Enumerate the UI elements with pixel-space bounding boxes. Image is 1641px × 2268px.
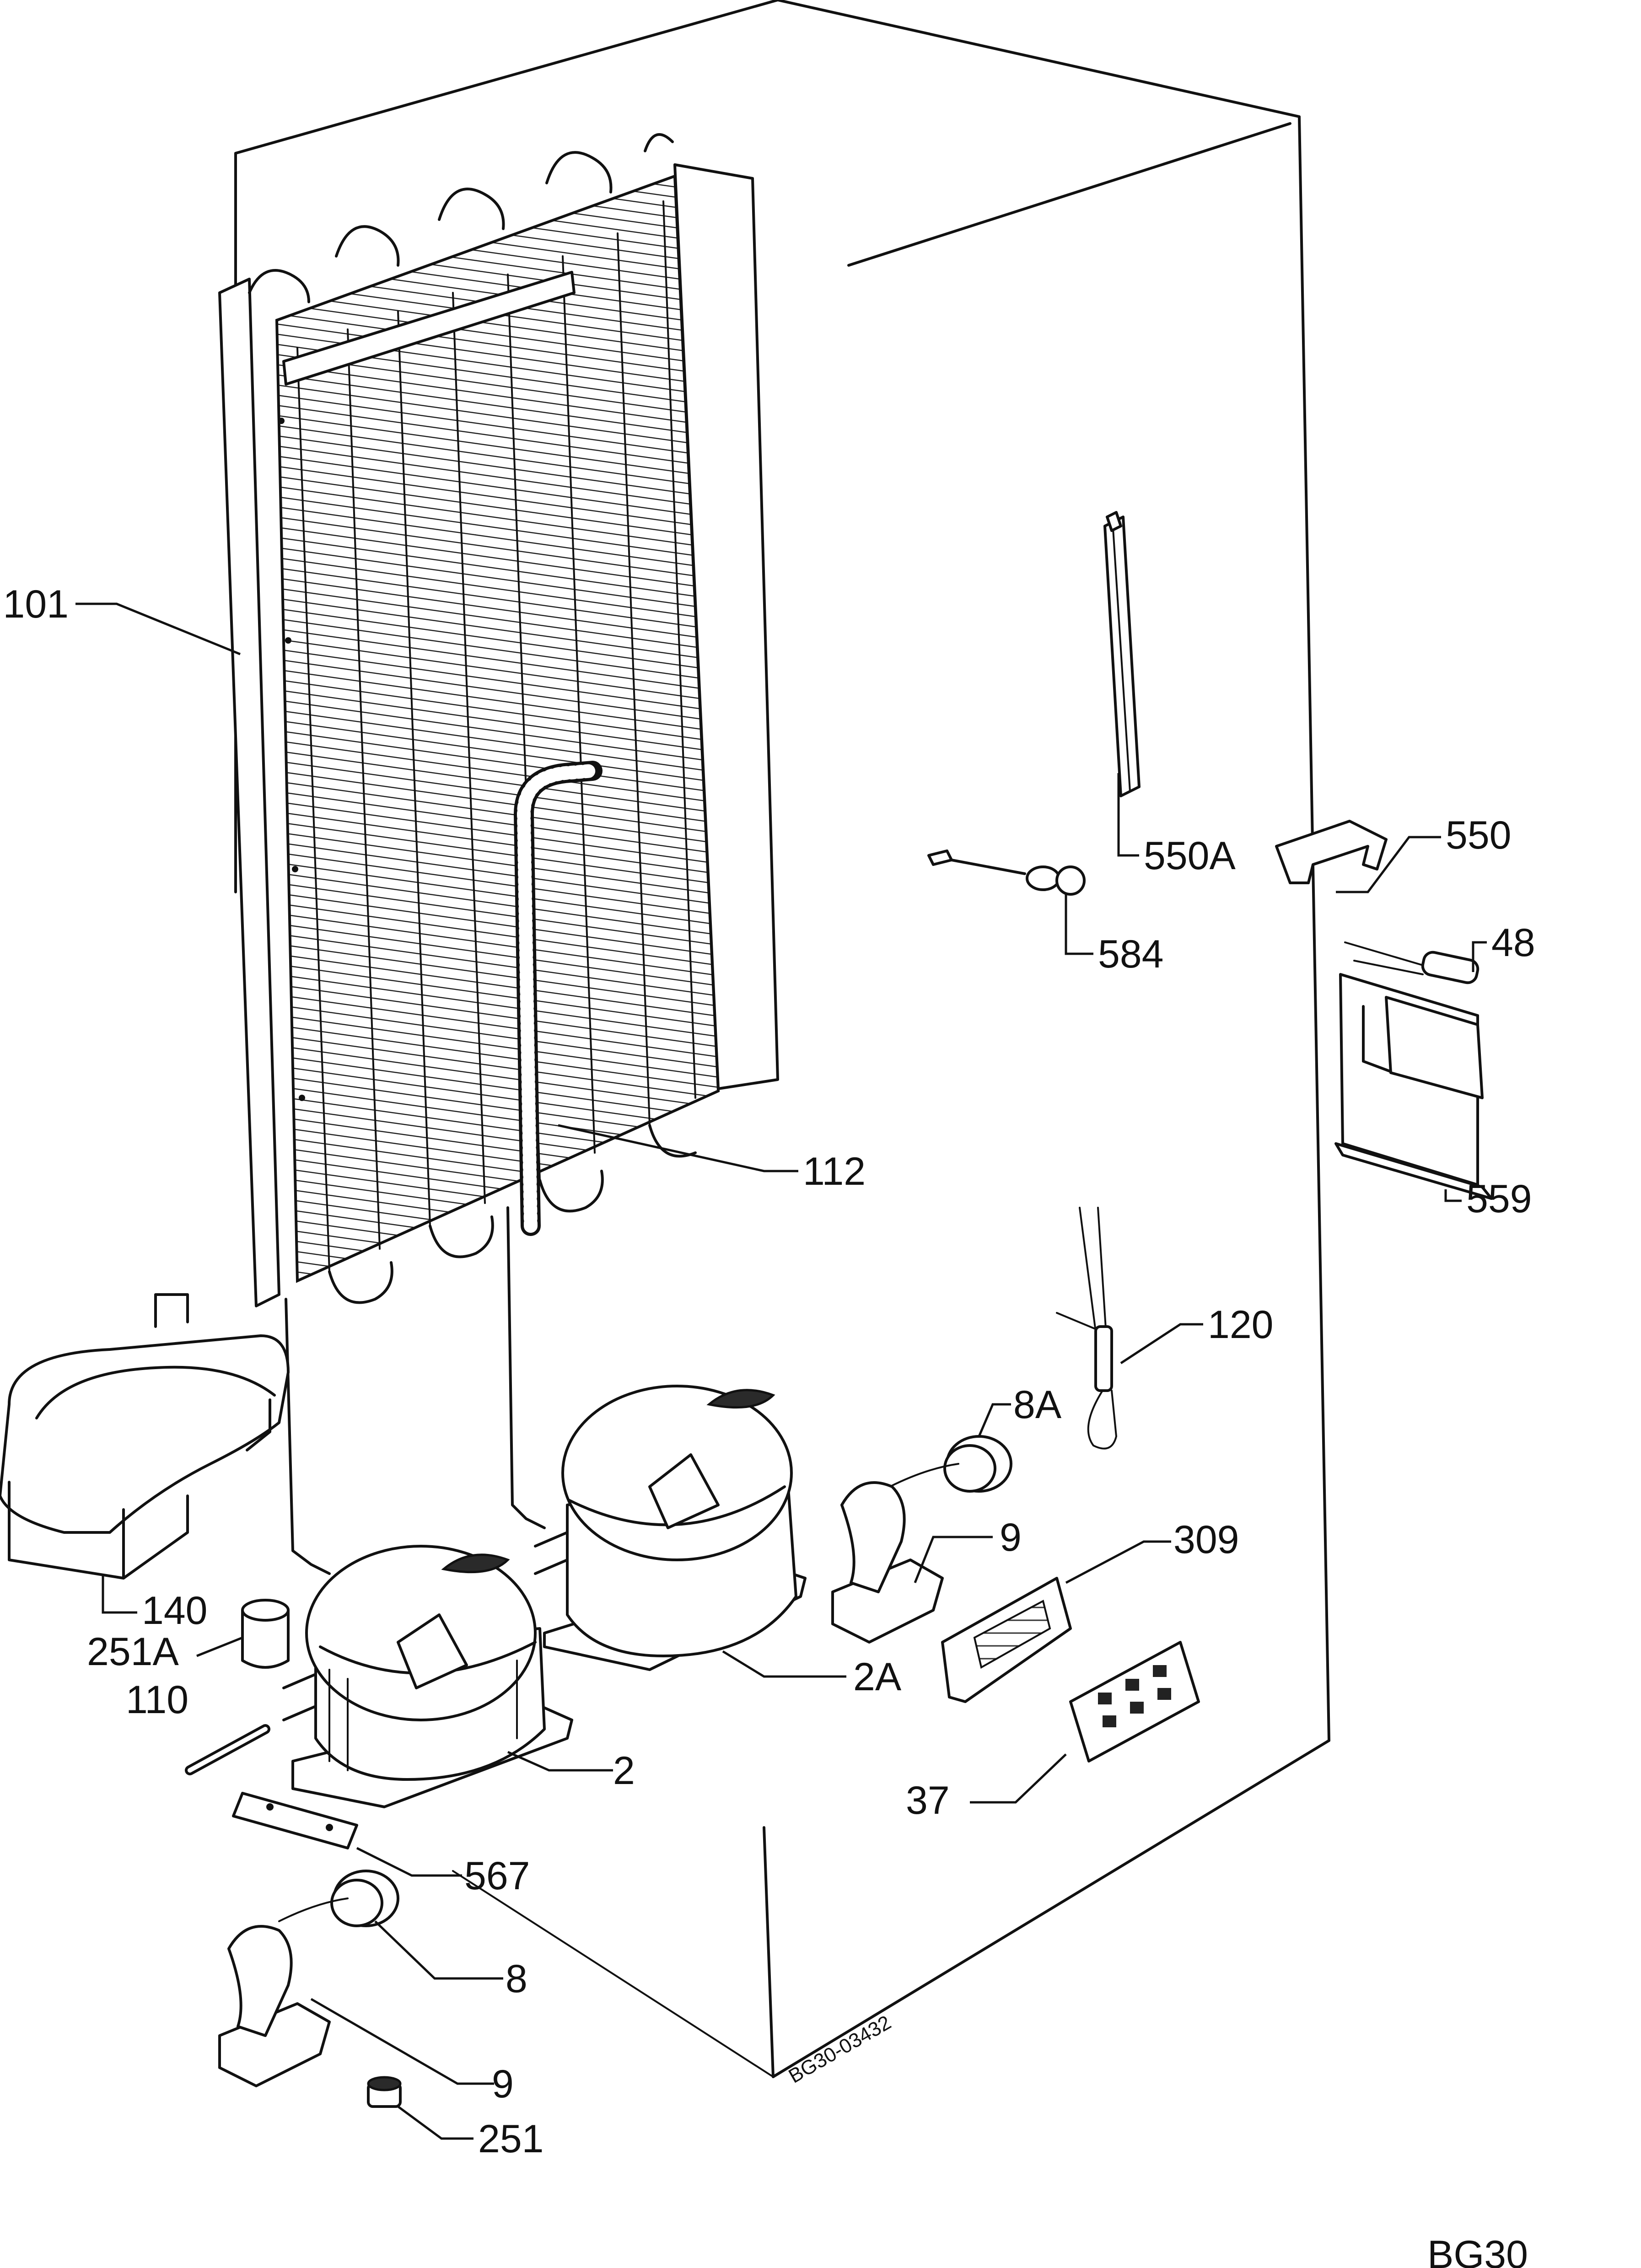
corner-code: BG30 xyxy=(1427,2233,1528,2268)
drip-tray xyxy=(0,1293,290,1580)
cover-309 xyxy=(941,1577,1072,1703)
label-48: 48 xyxy=(1491,921,1535,965)
label-101: 101 xyxy=(3,582,69,626)
rod-110 xyxy=(185,1724,270,1775)
leader-lines xyxy=(75,602,1487,2140)
label-550a: 550A xyxy=(1144,834,1236,878)
grommet-251 xyxy=(367,2076,402,2108)
label-2a: 2A xyxy=(853,1655,902,1699)
lamp-holder-559 xyxy=(1334,973,1493,1200)
refrigerant-tubes xyxy=(285,1206,546,1575)
label-37: 37 xyxy=(906,1779,950,1822)
label-110: 110 xyxy=(126,1678,188,1722)
drain-tube xyxy=(513,761,603,1236)
label-112: 112 xyxy=(803,1150,866,1193)
part-labels: 101 550A 550 584 48 112 559 120 8A 9 309… xyxy=(3,582,1535,2161)
condenser xyxy=(218,133,779,1307)
lamp-48 xyxy=(1344,941,1480,984)
clamp-9-upper xyxy=(831,1481,944,1644)
compressor-2a xyxy=(534,1385,807,1671)
bracket-37 xyxy=(1069,1641,1200,1763)
relay-8 xyxy=(278,1870,399,1927)
bushing-251a xyxy=(241,1599,290,1669)
drawing-code: BG30-03432 xyxy=(785,2011,895,2087)
label-567: 567 xyxy=(464,1854,530,1898)
label-140: 140 xyxy=(142,1589,208,1633)
clamp-9-lower xyxy=(218,1925,331,2087)
capillary-120 xyxy=(1056,1207,1117,1450)
label-251a: 251A xyxy=(87,1630,179,1674)
label-584: 584 xyxy=(1098,932,1164,976)
label-9-lower: 9 xyxy=(492,2062,514,2106)
label-9-upper: 9 xyxy=(1000,1516,1022,1559)
label-8: 8 xyxy=(506,1957,527,2001)
plate-567 xyxy=(232,1792,358,1849)
compressor xyxy=(282,1545,573,1808)
label-2: 2 xyxy=(613,1749,635,1793)
bracket-550 xyxy=(1275,820,1388,884)
label-251: 251 xyxy=(478,2117,544,2161)
strip-550a xyxy=(1103,511,1141,797)
relay-8a xyxy=(889,1435,1012,1493)
label-8a: 8A xyxy=(1013,1383,1062,1427)
cabinet-outline xyxy=(234,0,1330,2078)
sensor-584 xyxy=(927,849,1086,896)
label-309: 309 xyxy=(1173,1518,1239,1562)
label-550: 550 xyxy=(1446,813,1512,857)
label-120: 120 xyxy=(1208,1303,1274,1347)
label-559: 559 xyxy=(1466,1177,1532,1221)
